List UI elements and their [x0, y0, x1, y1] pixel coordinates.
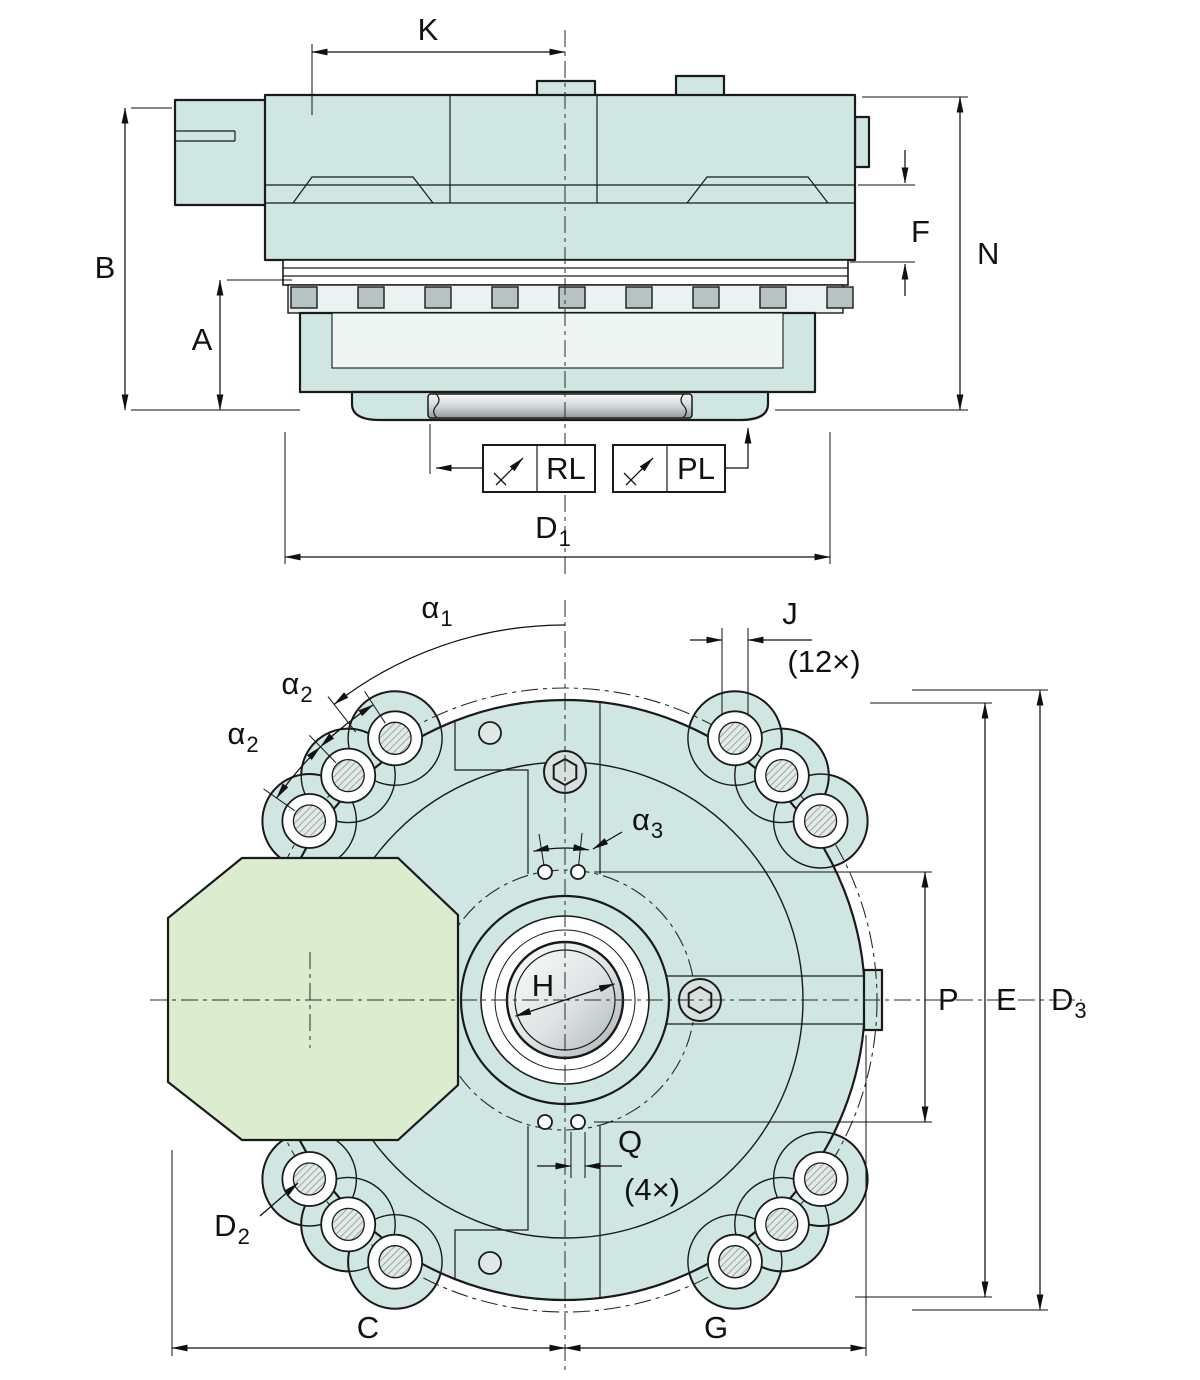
port-callout-pl: PL: [612, 427, 752, 493]
lower-housing-cavity: [331, 312, 784, 369]
dim-h-group: H: [515, 968, 615, 1017]
top-view-housing: [173, 74, 871, 422]
dim-f-group: F: [850, 150, 930, 296]
dim-c-group: C: [171, 1150, 566, 1356]
left-shaft-stub: [173, 98, 269, 207]
dim-label-b: B: [95, 250, 116, 285]
dim-label-g: G: [704, 1310, 728, 1345]
adapter-octagon: [166, 856, 460, 1142]
port-label-pl: PL: [677, 451, 715, 486]
dim-d2-group: D2: [214, 1182, 299, 1249]
housing-splits: [454, 702, 884, 1298]
dim-label-h: H: [532, 968, 554, 1003]
dim-alpha2-group: α2 α2: [227, 666, 386, 812]
dim-label-k: K: [418, 12, 439, 47]
dim-label-a: A: [192, 322, 213, 357]
dim-b-group: B: [95, 107, 300, 411]
dim-label-f: F: [911, 214, 930, 249]
output-shaft: [427, 393, 693, 419]
bolt-holes: [281, 710, 849, 1290]
dowel-pin-bottom: [478, 1251, 502, 1275]
dim-k-group: K: [311, 12, 566, 115]
dim-label-p: P: [938, 982, 959, 1017]
dim-label-n: N: [977, 236, 999, 271]
dim-label-d2: D2: [214, 1208, 250, 1249]
dim-n-group: N: [775, 96, 999, 411]
dim-label-q-count: (4×): [624, 1172, 680, 1207]
dowel-pin-top: [478, 721, 502, 745]
small-holes: [537, 864, 586, 1130]
dim-alpha3-group: α3: [532, 802, 663, 866]
dim-label-c: C: [357, 1310, 379, 1345]
dim-label-j: J: [782, 596, 798, 631]
dim-e-group: E: [855, 702, 1017, 1298]
dim-g-group: G: [564, 1035, 867, 1356]
dim-label-j-count: (12×): [787, 644, 860, 679]
dim-q-group: Q (4×): [537, 1124, 680, 1207]
dim-label-alpha2-first: α2: [281, 666, 312, 707]
dim-d3-group: D3: [912, 689, 1087, 1311]
port-callout-rl: RL: [429, 424, 596, 493]
dim-label-e: E: [996, 982, 1017, 1017]
dim-label-d1: D1: [535, 510, 571, 551]
dim-label-alpha1: α1: [421, 590, 452, 631]
gauge-icon: [493, 457, 524, 486]
dim-j-group: J (12×): [690, 596, 861, 714]
gauge-icon: [623, 457, 654, 486]
port-label-rl: RL: [546, 451, 586, 486]
top-view: K B A F N: [95, 12, 999, 578]
dim-p-group: P: [594, 871, 959, 1123]
dim-label-q: Q: [618, 1124, 642, 1159]
dim-label-d3: D3: [1051, 982, 1087, 1023]
bolt-heads: [290, 286, 854, 309]
front-view: α1 α2 α2 α3 J (12×): [150, 590, 1087, 1374]
top-tab-right: [674, 74, 726, 98]
right-edge-tab: [853, 115, 871, 169]
dim-label-alpha2-second: α2: [227, 716, 258, 757]
top-tab-left: [535, 79, 597, 98]
dim-label-alpha3: α3: [632, 802, 663, 843]
dim-d1-group: D1: [284, 432, 831, 564]
dim-a-group: A: [192, 279, 292, 411]
